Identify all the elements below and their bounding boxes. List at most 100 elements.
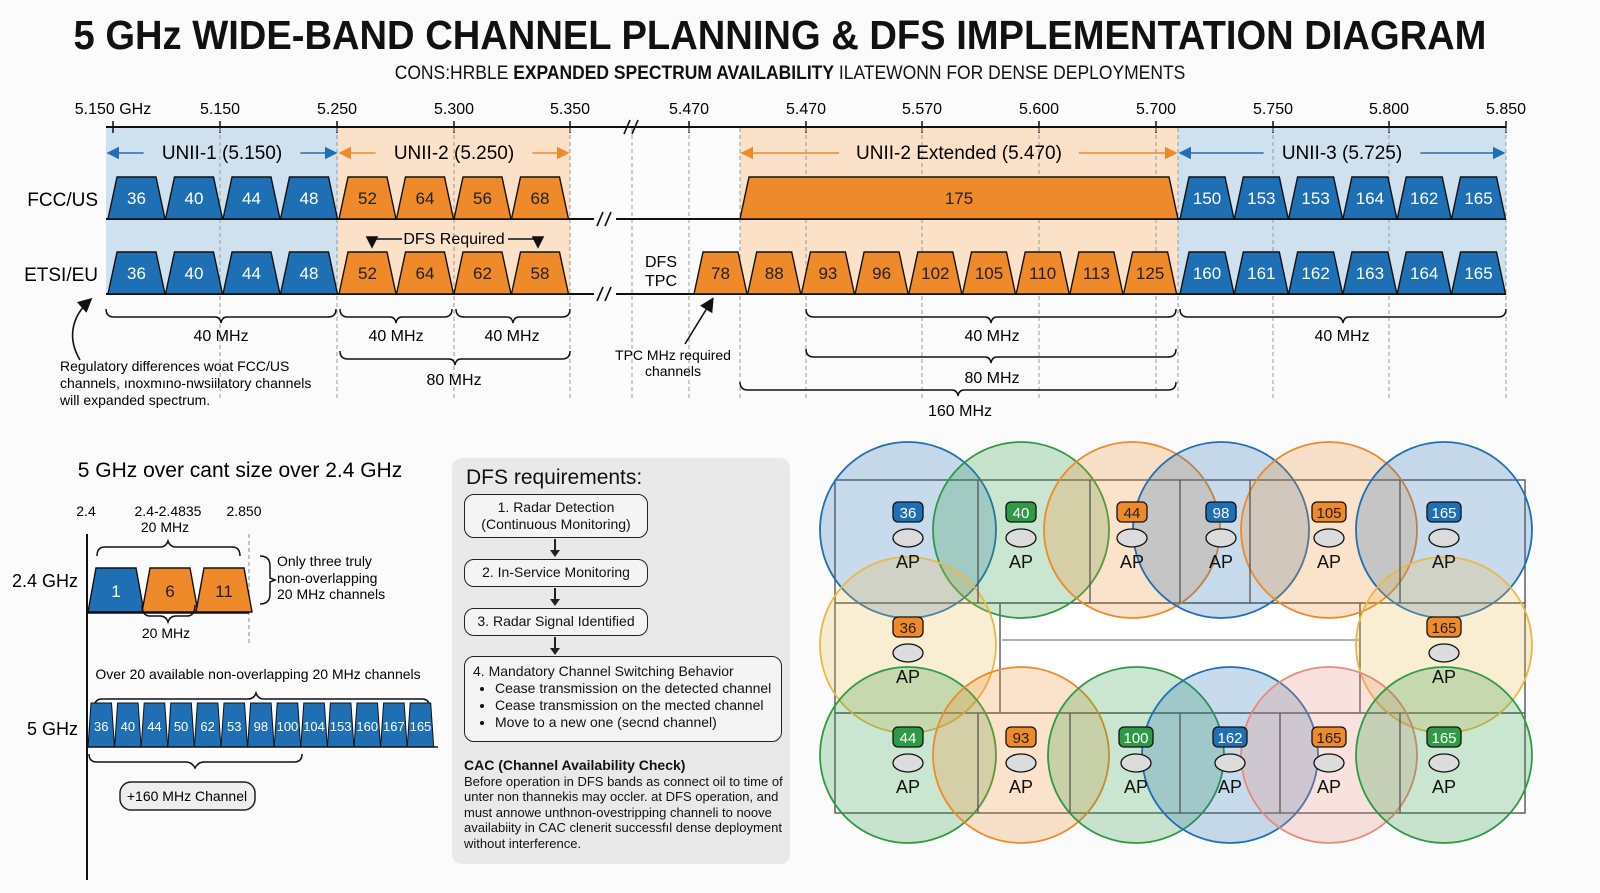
- break-gap-etsi: [594, 287, 616, 301]
- ch24-note-line-2: non-overlapping: [277, 570, 377, 586]
- page-title: 5 GHz WIDE-BAND CHANNEL PLANNING & DFS I…: [73, 12, 1487, 58]
- channel-badge: [892, 616, 924, 638]
- channel-number: 165: [1464, 264, 1492, 283]
- channel-number-2-4: 1: [111, 582, 120, 601]
- cac-body: Before operation in DFS bands as connect…: [464, 773, 783, 851]
- ap-label: AP: [1120, 552, 1144, 572]
- channel-number: 161: [1247, 264, 1275, 283]
- ap-device-icon: [892, 643, 924, 663]
- channel-block: [164, 176, 224, 220]
- comparison-title: 5 GHz over cant size over 2.4 GHz: [78, 459, 402, 482]
- channel-badge: [1116, 501, 1148, 523]
- channel-block: [1015, 251, 1071, 295]
- channel-badge-label: 100: [1123, 730, 1148, 747]
- width-label-unii1-40: 40 MHz: [193, 328, 248, 345]
- channel-badge-label: 44: [1124, 505, 1141, 522]
- channel-number: 56: [473, 189, 492, 208]
- regulatory-note-line-3: will expanded spectrum.: [59, 392, 210, 408]
- width-brace: [455, 308, 571, 324]
- channel-block: [222, 251, 281, 295]
- band-label: UNII-2 Extended (5.470): [856, 143, 1062, 164]
- channel-block: [1233, 176, 1290, 220]
- width-label-unii3-40: 40 MHz: [1314, 328, 1369, 345]
- channel-block: [1450, 251, 1507, 295]
- ap-device-icon: [1116, 528, 1148, 548]
- ch24-note-line-3: 20 MHz channels: [277, 586, 385, 602]
- channel-block: [222, 176, 281, 220]
- channel-block: [453, 251, 512, 295]
- ap-device-icon: [1428, 643, 1460, 663]
- axis-tick-label: 5.300: [434, 101, 474, 118]
- channel-block: [1179, 251, 1235, 295]
- channel-number: 48: [300, 264, 319, 283]
- tpc-note-arrow: [684, 297, 714, 345]
- axis-tick-label: 5.600: [1019, 101, 1059, 118]
- subtitle-prefix: CONS:HRBLE: [394, 63, 514, 84]
- width-brace: [339, 308, 453, 324]
- ap-device-icon: [1214, 753, 1246, 773]
- channel-block: [1233, 251, 1290, 295]
- channel-block: [395, 176, 455, 220]
- dfs-tpc-label-2: TPC: [645, 273, 677, 290]
- channel-number: 153: [1301, 189, 1329, 208]
- channel-badge-label: 162: [1217, 730, 1242, 747]
- band-label: UNII-3 (5.725): [1282, 143, 1402, 164]
- ap-label: AP: [1317, 777, 1341, 797]
- channel-block: [907, 251, 963, 295]
- dfs-panel-title: DFS requirements:: [466, 466, 643, 489]
- ap-label: AP: [1218, 777, 1242, 797]
- dfs-step-radar-identified: 3. Radar Signal Identified: [464, 608, 648, 636]
- regulatory-note-arrow: [71, 297, 93, 361]
- ap-label: AP: [1009, 777, 1033, 797]
- ap-label: AP: [1432, 777, 1456, 797]
- channel-number-2-4: 11: [215, 582, 233, 601]
- page-subtitle: CONS:HRBLE EXPANDED SPECTRUM AVAILABILIT…: [63, 63, 1517, 85]
- ap-label: AP: [1317, 552, 1341, 572]
- channel-badge: [1205, 501, 1237, 523]
- channel-badge: [1005, 726, 1037, 748]
- channel-block-2-4: [195, 567, 253, 613]
- width-label-ext-80: 80 MHz: [964, 370, 1019, 387]
- channel-block-2-4: [141, 567, 199, 613]
- channel-number-5: 44: [147, 719, 161, 734]
- width-label-unii2-40a: 40 MHz: [368, 328, 423, 345]
- width-brace: [805, 348, 1177, 364]
- ap-device-icon: [1313, 528, 1345, 548]
- channel-number-5: 153: [330, 719, 352, 734]
- channel-number: 44: [242, 189, 261, 208]
- width-label-unii2-80: 80 MHz: [426, 372, 481, 389]
- ap-device-icon: [1205, 528, 1237, 548]
- switching-bullet: Move to a new one (secnd channel): [495, 714, 773, 731]
- channel-number: 36: [127, 264, 146, 283]
- tick-2-850: 2.850: [226, 503, 261, 519]
- tick-2-4-range: 2.4-2.4835: [135, 503, 202, 519]
- ap-label: AP: [1009, 552, 1033, 572]
- channel-block: [395, 251, 455, 295]
- dfs-step-1-line-2: (Continuous Monitoring): [481, 516, 631, 532]
- ap-label: AP: [896, 667, 920, 687]
- channel-block: [1342, 176, 1398, 220]
- ch24-note-brace: [259, 555, 278, 605]
- ap-label: AP: [1124, 777, 1148, 797]
- channel-number: 160: [1193, 264, 1221, 283]
- channel-block: [279, 251, 339, 295]
- channel-number-5: 40: [121, 719, 135, 734]
- channel-badge-label: 93: [1013, 730, 1030, 747]
- band-comparison-diagram: 5 GHz over cant size over 2.4 GHz 2.4 2.…: [12, 459, 438, 880]
- channel-number-5: 98: [254, 719, 268, 734]
- channel-block: [800, 251, 856, 295]
